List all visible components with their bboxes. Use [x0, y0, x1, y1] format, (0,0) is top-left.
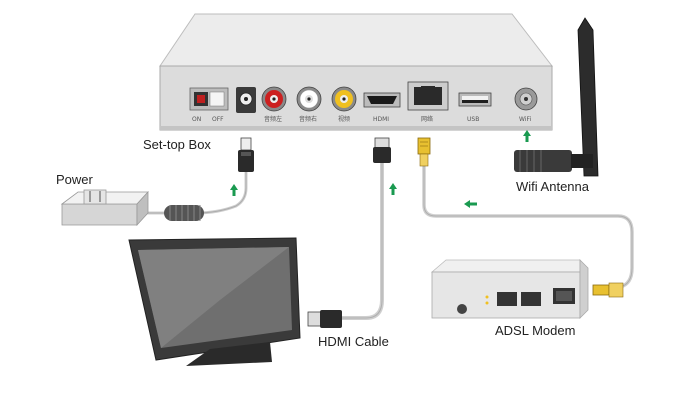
wifi-port: WiFi: [514, 87, 538, 123]
power-label: Power: [56, 172, 93, 187]
power-switch: ON OFF: [189, 87, 229, 123]
green-arrow-icon: [230, 130, 531, 208]
audio-left-port: 音频左: [261, 86, 287, 123]
television: [128, 237, 301, 366]
adsl-modem-label: ADSL Modem: [495, 323, 576, 338]
video-port: 视频: [331, 86, 357, 123]
set-top-box: ON OFF 音频左 音频右: [159, 13, 554, 131]
wifi-port-label: WiFi: [519, 116, 531, 123]
ethernet-plug-top: [417, 137, 431, 167]
dc-plug: [238, 137, 254, 172]
dc-power-jack: [236, 87, 256, 113]
adsl-modem: [430, 259, 589, 319]
power-cable-coil: [164, 205, 204, 221]
switch-off-label: OFF: [212, 116, 224, 123]
ethernet-plug-modem: [592, 282, 624, 298]
hdmi-port: HDMI: [363, 92, 401, 123]
network-port-label: 网络: [421, 115, 433, 123]
network-port: 网络: [407, 81, 449, 123]
usb-port: USB: [458, 92, 492, 123]
switch-on-label: ON: [192, 116, 201, 123]
hdmi-cable-label: HDMI Cable: [318, 334, 389, 349]
hdmi-plug-top: [373, 137, 391, 163]
wifi-antenna-label: Wifi Antenna: [516, 179, 589, 194]
usb-port-label: USB: [467, 116, 479, 123]
set-top-box-label: Set-top Box: [143, 137, 211, 152]
power-adapter: [60, 189, 149, 227]
hdmi-port-label: HDMI: [373, 116, 389, 123]
audio-right-port: 音频右: [296, 86, 322, 123]
audio-right-label: 音频右: [299, 115, 317, 123]
video-label: 视频: [338, 115, 350, 123]
hdmi-plug-tv: [307, 310, 342, 328]
wifi-antenna: [514, 17, 599, 177]
hdmi-cable: [340, 160, 384, 320]
audio-left-label: 音频左: [264, 115, 282, 123]
